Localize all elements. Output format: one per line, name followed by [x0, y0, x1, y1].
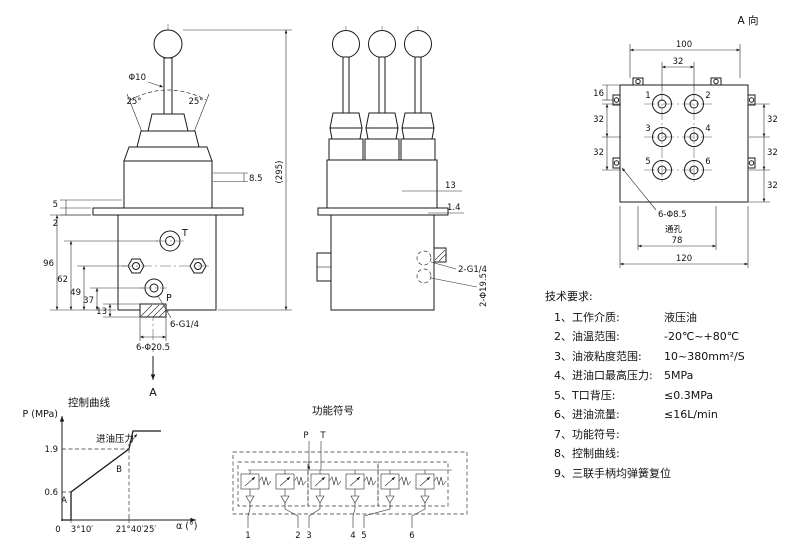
- dim-2: 2: [53, 219, 58, 229]
- bore-note-2phi195: 2-Φ19.5: [479, 273, 489, 307]
- port-number-4: 4: [705, 124, 710, 134]
- port-number-6: 6: [705, 157, 710, 167]
- requirement-label: 8、控制曲线:: [554, 447, 620, 460]
- hole-note-2: 通孔: [665, 224, 683, 235]
- requirement-item-6: 6、进油流量: ≤16L/min: [545, 405, 797, 425]
- technical-requirements: 技术要求: 1、工作介质: 液压油 2、油温范围: -20℃~+80℃ 3、油液粘度…: [545, 287, 797, 483]
- x-tick-0: 0: [55, 525, 60, 535]
- dim-32-right-3: 32: [767, 181, 778, 191]
- symbols-title: 功能符号: [312, 404, 354, 417]
- dim-100: 100: [676, 40, 692, 50]
- x-axis-label: α (°): [176, 521, 197, 532]
- requirement-label: 6、进油流量:: [554, 408, 620, 421]
- symbol-port-1: 1: [245, 531, 250, 541]
- port-number-1: 1: [645, 91, 650, 101]
- dim-13: 13: [96, 307, 107, 317]
- dim-8-5: 8.5: [249, 174, 263, 184]
- symbol-port-6: 6: [409, 531, 414, 541]
- dim-32-right-1: 32: [767, 115, 778, 125]
- requirement-value: 液压油: [664, 310, 697, 324]
- section-arrow-a: A: [149, 386, 157, 399]
- valve-symbol: [275, 470, 307, 528]
- curve-title: 控制曲线: [68, 396, 110, 409]
- thread-note-2g14: 2-G1/4: [458, 265, 487, 275]
- requirement-label: 5、T口背压:: [554, 388, 616, 402]
- curve-series-label: 进油压力: [96, 433, 134, 445]
- port-p-label: P: [166, 293, 172, 304]
- dim-angle-right: 25°: [188, 97, 203, 107]
- symbols-port-p: P: [303, 431, 308, 441]
- y-tick-1-9: 1.9: [44, 445, 58, 455]
- dim-angle-left: 25°: [126, 97, 141, 107]
- valve-symbol: [363, 470, 412, 528]
- dim-32-left-1: 32: [593, 115, 604, 125]
- point-a-label: A: [61, 496, 67, 506]
- port-number-2: 2: [705, 91, 710, 101]
- requirement-label: 2、油温范围:: [554, 330, 620, 343]
- requirement-value: -20℃~+80℃: [664, 330, 740, 343]
- symbol-port-5: 5: [361, 531, 366, 541]
- a-view-title: A 向: [737, 14, 758, 27]
- symbol-port-2: 2: [295, 531, 300, 541]
- dim-1-4: 1.4: [447, 203, 461, 213]
- y-tick-0-6: 0.6: [44, 488, 58, 498]
- dim-13-side: 13: [445, 181, 456, 191]
- valve-symbol: [308, 470, 342, 528]
- requirement-item-7: 7、功能符号:: [545, 425, 797, 445]
- valve-symbol: [240, 470, 272, 528]
- point-b-label: B: [116, 465, 122, 475]
- dim-49: 49: [70, 288, 81, 298]
- dim-32-top: 32: [673, 57, 684, 67]
- hole-note: 6-Φ8.5: [658, 210, 687, 220]
- top-view-a: A 向 1 2 3 4 5 6 100: [593, 14, 778, 268]
- requirements-title: 技术要求:: [545, 290, 593, 303]
- dim-32-right-2: 32: [767, 148, 778, 158]
- front-view: 25° 25° Φ10 T P: [43, 24, 292, 399]
- valve-symbol: [345, 470, 377, 528]
- y-axis-label: P (MPa): [23, 409, 58, 420]
- dim-16: 16: [593, 89, 604, 99]
- dim-37: 37: [83, 296, 94, 306]
- dim-5: 5: [53, 200, 58, 210]
- requirement-label: 4、进油口最高压力:: [554, 369, 653, 382]
- function-symbol-schematic: 功能符号 P T: [232, 404, 468, 541]
- symbol-port-4: 4: [350, 531, 355, 541]
- requirement-label: 3、油液粘度范围:: [554, 349, 642, 363]
- symbol-port-3: 3: [306, 531, 311, 541]
- bore-note-6phi205: 6-Φ20.5: [136, 343, 170, 353]
- requirement-item-5: 5、T口背压: ≤0.3MPa: [545, 386, 797, 406]
- symbols-port-t: T: [319, 431, 326, 441]
- requirement-item-1: 1、工作介质: 液压油: [545, 308, 797, 328]
- x-tick-1: 3°10′: [71, 525, 93, 535]
- requirement-label: 7、功能符号:: [554, 427, 620, 441]
- requirement-item-3: 3、油液粘度范围: 10~380mm²/S: [545, 347, 797, 367]
- port-number-3: 3: [645, 124, 650, 134]
- requirement-item-8: 8、控制曲线:: [545, 444, 797, 464]
- requirement-value: 10~380mm²/S: [664, 349, 745, 363]
- port-t-label: T: [181, 228, 188, 239]
- dim-120: 120: [676, 254, 692, 264]
- port-number-5: 5: [645, 157, 650, 167]
- dim-62: 62: [57, 275, 68, 285]
- thread-note-6g14: 6-G1/4: [170, 320, 199, 330]
- control-curve-chart: 控制曲线 P (MPa) α (°) 1.9 0.6 A B 进油压力 0 3°…: [23, 396, 198, 535]
- requirement-value: ≤0.3MPa: [664, 388, 714, 402]
- requirement-value: 5MPa: [664, 369, 694, 382]
- requirement-item-2: 2、油温范围: -20℃~+80℃: [545, 327, 797, 347]
- dim-78: 78: [672, 236, 683, 246]
- dim-phi10: Φ10: [128, 73, 146, 83]
- requirement-item-4: 4、进油口最高压力: 5MPa: [545, 366, 797, 386]
- dim-32-left-2: 32: [593, 148, 604, 158]
- requirement-value: ≤16L/min: [664, 408, 718, 421]
- side-view: 13 1.4 2-G1/4 2-Φ19.5: [316, 26, 489, 311]
- x-tick-2: 21°40′25′: [116, 525, 157, 535]
- dim-96: 96: [43, 259, 54, 269]
- requirement-item-9: 9、三联手柄均弹簧复位: [545, 464, 797, 484]
- requirement-label: 9、三联手柄均弹簧复位: [554, 466, 671, 480]
- dim-295: (295): [275, 161, 285, 184]
- valve-symbol: [411, 470, 447, 528]
- requirement-label: 1、工作介质:: [554, 310, 620, 324]
- section-hatch: [140, 304, 167, 318]
